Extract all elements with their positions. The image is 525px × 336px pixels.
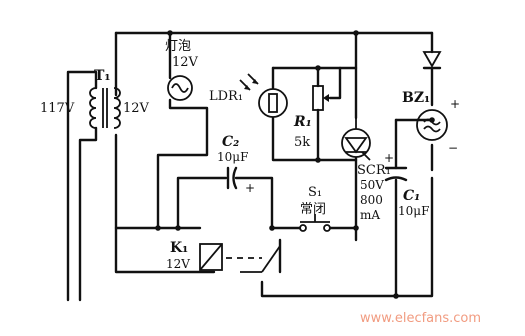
junction-dot (269, 225, 275, 231)
diode-icon (422, 51, 442, 70)
transformer-secondary-label: 12V (123, 101, 150, 116)
scr-ref-label: SCR₁ (357, 163, 391, 178)
c2-plus-label: + (245, 181, 255, 195)
switch-s1-icon (299, 214, 331, 232)
capacitor-c2-icon (226, 166, 238, 190)
wire-bulb-bottom (156, 98, 209, 230)
junction-dot (353, 30, 359, 36)
bulb-rating-label: 12V (172, 55, 199, 70)
c2-ref-label: C₂ (222, 134, 239, 150)
wire-c2-left (176, 176, 228, 230)
transformer-secondary-coil (113, 87, 121, 129)
r1-value-label: 5k (294, 135, 310, 150)
r1-ref-label: R₁ (293, 114, 312, 130)
scr-icon (341, 118, 371, 161)
wire-relay-bottom (114, 226, 216, 274)
relay-contact-blade (261, 245, 281, 273)
c2-value-label: 10μF (217, 150, 248, 164)
transformer-ref-label: T₁ (94, 68, 111, 84)
junction-dot (429, 117, 435, 123)
transformer-primary-coil (89, 87, 108, 129)
relay-coil-icon (199, 243, 223, 271)
transformer-primary-label: 117V (40, 101, 75, 116)
switch-type-label: 常闭 (300, 202, 326, 217)
watermark: www.elecfans.com (360, 311, 481, 326)
c1-ref-label: C₁ (403, 188, 420, 204)
capacitor-c1-icon (384, 166, 408, 182)
wire-wiper (328, 66, 342, 100)
junction-dot (353, 225, 359, 231)
junction-dot (315, 65, 321, 71)
ldr-ref-label: LDR₁ (209, 89, 243, 104)
transformer-primary-leads (66, 70, 98, 302)
scr-voltage-label: 50V (360, 178, 384, 192)
transformer-primary-leads-2 (78, 126, 98, 302)
buzzer-plus-label: + (450, 97, 460, 111)
junction-dot (175, 225, 181, 231)
wire-ldr-left-lower (271, 116, 358, 162)
resistor-r1-icon (312, 85, 329, 111)
junction-dot (315, 157, 321, 163)
scr-current-value-label: 800 (360, 193, 383, 207)
buzzer-minus-label: − (448, 141, 458, 155)
c1-plus-label: + (384, 151, 394, 165)
c1-value-label: 10μF (398, 204, 429, 218)
wire-right-rail4 (260, 176, 434, 298)
relay-voltage-label: 12V (166, 257, 190, 271)
bulb-icon (167, 75, 193, 101)
relay-ref-label: K₁ (170, 240, 188, 256)
buzzer-ref-label: BZ₁ (402, 90, 430, 106)
junction-dot (155, 225, 161, 231)
scr-current-unit-label: mA (360, 208, 380, 222)
bulb-name-label: 灯泡 (165, 39, 191, 54)
switch-ref-label: S₁ (308, 185, 322, 200)
junction-dot (393, 293, 399, 299)
ldr-icon (239, 73, 288, 118)
junction-dot (167, 30, 173, 36)
wire-c2-right (234, 176, 274, 230)
buzzer-icon (416, 109, 448, 141)
